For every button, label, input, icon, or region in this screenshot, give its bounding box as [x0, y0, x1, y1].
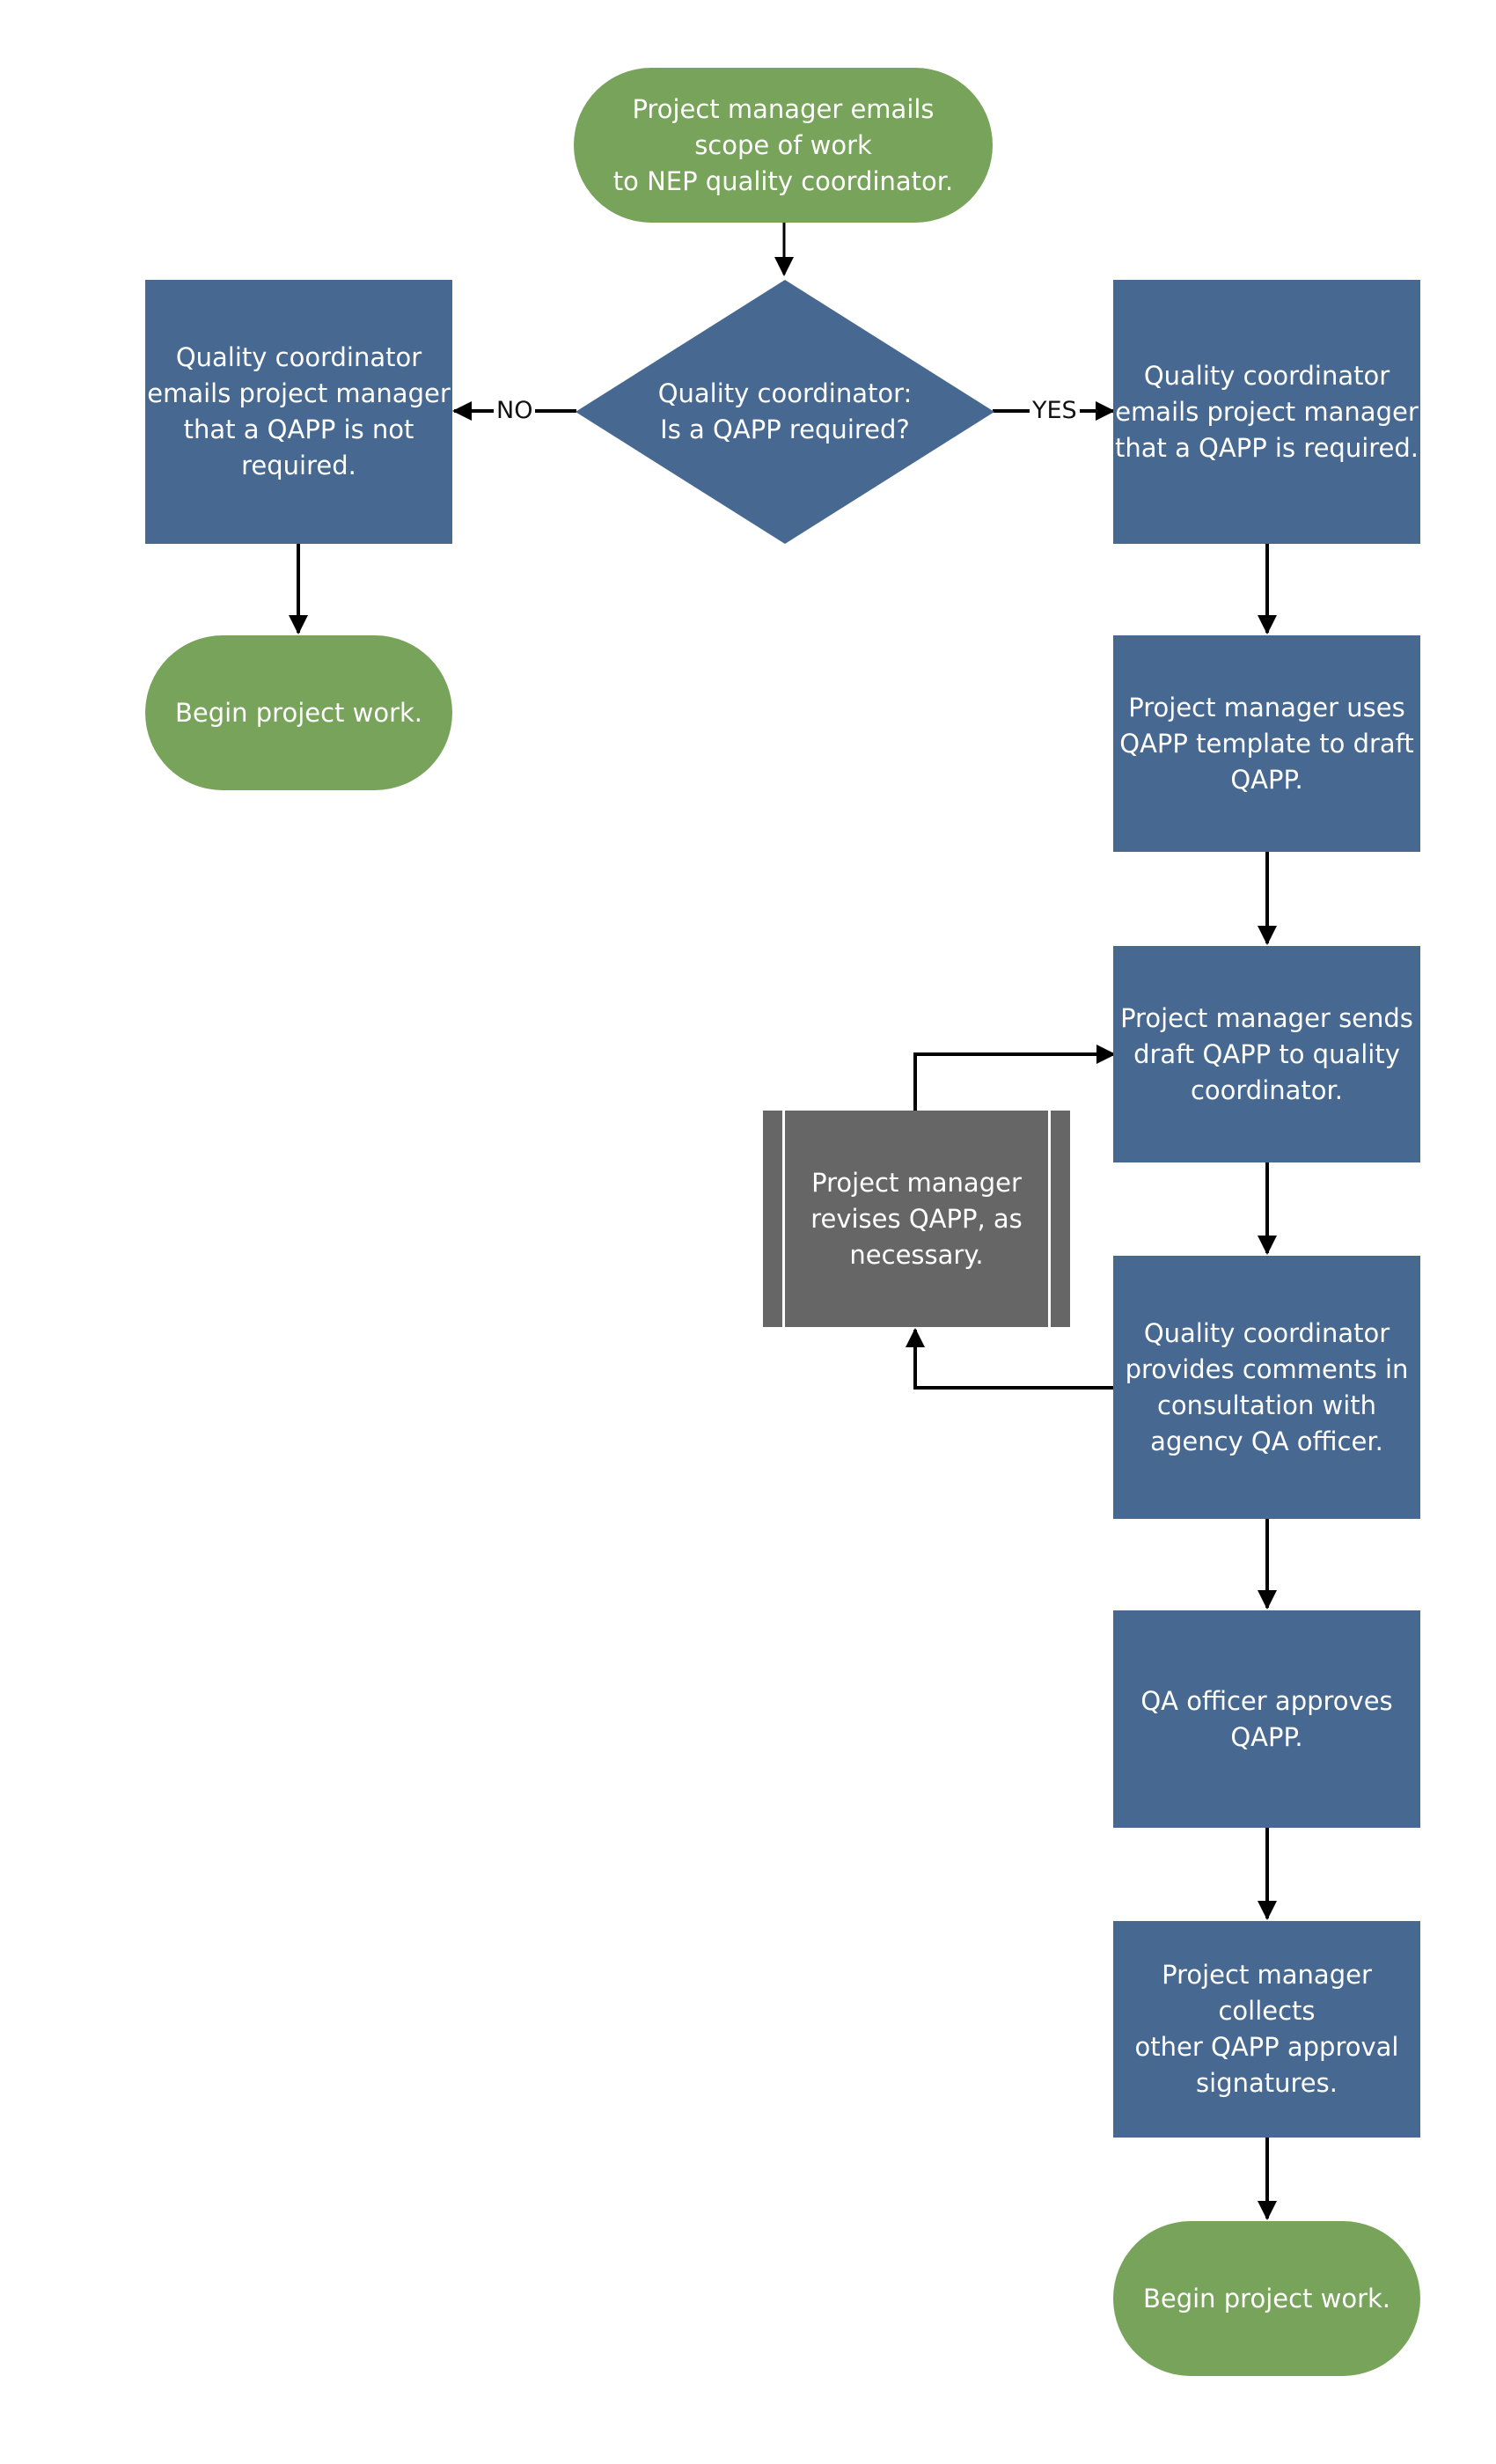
begin-work-terminal-no: Begin project work.: [145, 635, 452, 790]
draft-qapp-label: Project manager uses QAPP template to dr…: [1119, 692, 1414, 795]
qapp-required-label: Quality coordinator emails project manag…: [1114, 360, 1419, 463]
start-terminal: Project manager emails scope of work to …: [574, 68, 993, 223]
no-edge-label: NO: [494, 398, 536, 424]
qapp-required-step: Quality coordinator emails project manag…: [1113, 280, 1420, 544]
qapp-required-decision: Quality coordinator: Is a QAPP required?: [576, 280, 994, 544]
collect-signatures-step: Project manager collects other QAPP appr…: [1113, 1921, 1420, 2138]
decision-label: Quality coordinator: Is a QAPP required?: [657, 378, 913, 444]
edge-revise-to-send: [913, 1045, 1116, 1111]
revise-qapp-label: Project manager revises QAPP, as necessa…: [810, 1167, 1023, 1270]
begin-work-no-label: Begin project work.: [174, 697, 423, 728]
begin-work-terminal-yes: Begin project work.: [1113, 2221, 1420, 2376]
qapp-not-required-label: Quality coordinator emails project manag…: [147, 342, 451, 480]
provide-comments-label: Quality coordinator provides comments in…: [1125, 1317, 1409, 1456]
start-terminal-label: Project manager emails scope of work to …: [612, 93, 954, 196]
provide-comments-step: Quality coordinator provides comments in…: [1113, 1256, 1420, 1519]
begin-work-yes-label: Begin project work.: [1142, 2283, 1391, 2314]
approve-qapp-label: QA officer approves QAPP.: [1140, 1685, 1393, 1752]
qapp-not-required-step: Quality coordinator emails project manag…: [145, 280, 452, 544]
draft-qapp-step: Project manager uses QAPP template to dr…: [1113, 635, 1420, 852]
edge-comments-to-revise: [906, 1328, 1114, 1390]
send-draft-step: Project manager sends draft QAPP to qual…: [1113, 946, 1420, 1162]
approve-qapp-step: QA officer approves QAPP.: [1113, 1610, 1420, 1828]
decision-diamond: [576, 280, 994, 544]
collect-signatures-label: Project manager collects other QAPP appr…: [1134, 1960, 1399, 2098]
revise-qapp-subprocess: Project manager revises QAPP, as necessa…: [763, 1111, 1070, 1327]
yes-edge-label: YES: [1030, 398, 1080, 424]
send-draft-label: Project manager sends draft QAPP to qual…: [1120, 1002, 1413, 1105]
